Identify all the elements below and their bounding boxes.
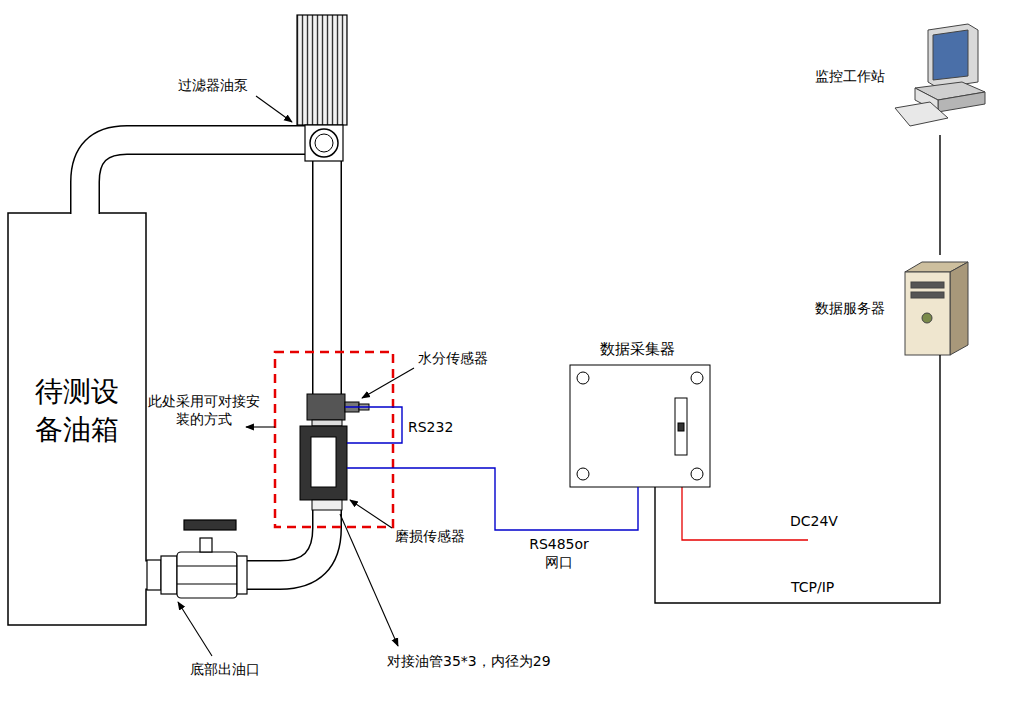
part-label: 数据采集器 xyxy=(600,340,675,359)
tank-label: 待测设备油箱 xyxy=(31,373,123,449)
wire-label: TCP/IP xyxy=(790,578,835,596)
tank-body xyxy=(8,213,146,625)
part-label: 水分传感器 xyxy=(418,350,488,368)
signal-wire xyxy=(347,468,638,530)
valve xyxy=(147,520,247,598)
sensor-drawing xyxy=(300,394,369,510)
network-line xyxy=(655,355,940,603)
pipe-dimension: 对接油管35*3，内径为29 xyxy=(387,652,551,670)
data-collector: 数据采集器 xyxy=(570,365,710,487)
oil-tank: 待测设备油箱 xyxy=(8,213,146,625)
filter-pump: 过滤器油泵 xyxy=(297,15,347,161)
part-label: 数据服务器 xyxy=(815,300,885,318)
dashed-frame xyxy=(275,352,393,527)
power-label: DC24V xyxy=(790,512,838,530)
network-line xyxy=(939,135,940,255)
data-server: 数据服务器 xyxy=(905,255,975,355)
signal-wire xyxy=(345,407,402,443)
outlet-label: 底部出油口 xyxy=(190,660,260,678)
collector-drawing xyxy=(570,365,710,487)
part-label: 监控工作站 xyxy=(815,68,885,86)
server-drawing xyxy=(905,262,968,355)
upper-pipe xyxy=(85,140,312,216)
monitor-workstation: 监控工作站 xyxy=(895,20,985,135)
leader-lines xyxy=(178,96,414,656)
part-label: 过滤器油泵 xyxy=(178,77,248,95)
part-label: 磨损传感器 xyxy=(395,528,465,546)
lower-pipe xyxy=(144,156,327,575)
filter-pump-drawing xyxy=(297,15,347,161)
wire-label: RS485or 网口 xyxy=(522,535,596,571)
wire-label: RS232 xyxy=(407,418,454,436)
note-text: 此处采用可对接安装的方式 xyxy=(143,392,265,428)
moisture-sensor: 水分传感器 xyxy=(307,394,345,420)
power-wire xyxy=(682,487,808,540)
workstation-drawing xyxy=(895,24,985,126)
wear-sensor: 磨损传感器 xyxy=(300,426,347,500)
